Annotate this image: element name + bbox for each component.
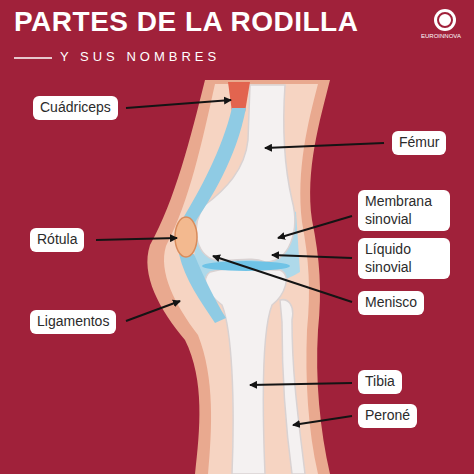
part-name: Menisco bbox=[365, 294, 417, 312]
leader-line bbox=[293, 416, 352, 425]
part-label-box: Líquido sinovial bbox=[358, 238, 450, 279]
part-label-box: Fémur bbox=[392, 131, 446, 155]
leader-line bbox=[278, 216, 352, 238]
part-label-box: Rótula bbox=[30, 228, 84, 252]
part-name: Rótula bbox=[37, 231, 77, 249]
patellar-ligament bbox=[179, 254, 226, 323]
subtitle-rule bbox=[14, 57, 52, 59]
leg-skin bbox=[147, 80, 330, 474]
leader-line bbox=[272, 255, 352, 258]
part-label-box: Ligamentos bbox=[30, 310, 116, 334]
part-label-box: Membrana sinovial bbox=[358, 190, 450, 231]
part-label-box: Menisco bbox=[358, 291, 424, 315]
quadriceps-tendon bbox=[182, 108, 246, 222]
part-name: Membrana sinovial bbox=[365, 193, 443, 228]
subtitle: Y SUS NOMBRES bbox=[60, 49, 220, 64]
tibia-bone bbox=[206, 269, 287, 474]
part-name: Cuádriceps bbox=[40, 99, 111, 117]
part-name: Ligamentos bbox=[37, 313, 109, 331]
part-name: Fémur bbox=[399, 134, 439, 152]
leader-line bbox=[126, 301, 180, 321]
logo-ring bbox=[438, 13, 452, 27]
leader-line bbox=[250, 383, 352, 385]
part-name: Tibia bbox=[365, 373, 395, 391]
quadriceps-muscle bbox=[228, 82, 250, 112]
part-label-box: Tibia bbox=[358, 370, 402, 394]
leg-inner bbox=[164, 84, 318, 474]
part-name: Líquido sinovial bbox=[365, 241, 443, 276]
leader-line bbox=[126, 100, 231, 108]
part-name: Peroné bbox=[365, 407, 410, 425]
logo-text: EUROINNOVA bbox=[421, 33, 461, 39]
logo-badge bbox=[434, 9, 456, 31]
title: PARTES DE LA RODILLA bbox=[14, 6, 358, 38]
leader-line bbox=[96, 238, 177, 240]
part-label-box: Cuádriceps bbox=[33, 96, 118, 120]
leader-line bbox=[265, 143, 384, 148]
part-label-box: Peroné bbox=[358, 404, 417, 428]
patella bbox=[175, 217, 197, 257]
fibula-bone bbox=[280, 300, 305, 474]
leader-line bbox=[213, 256, 352, 302]
